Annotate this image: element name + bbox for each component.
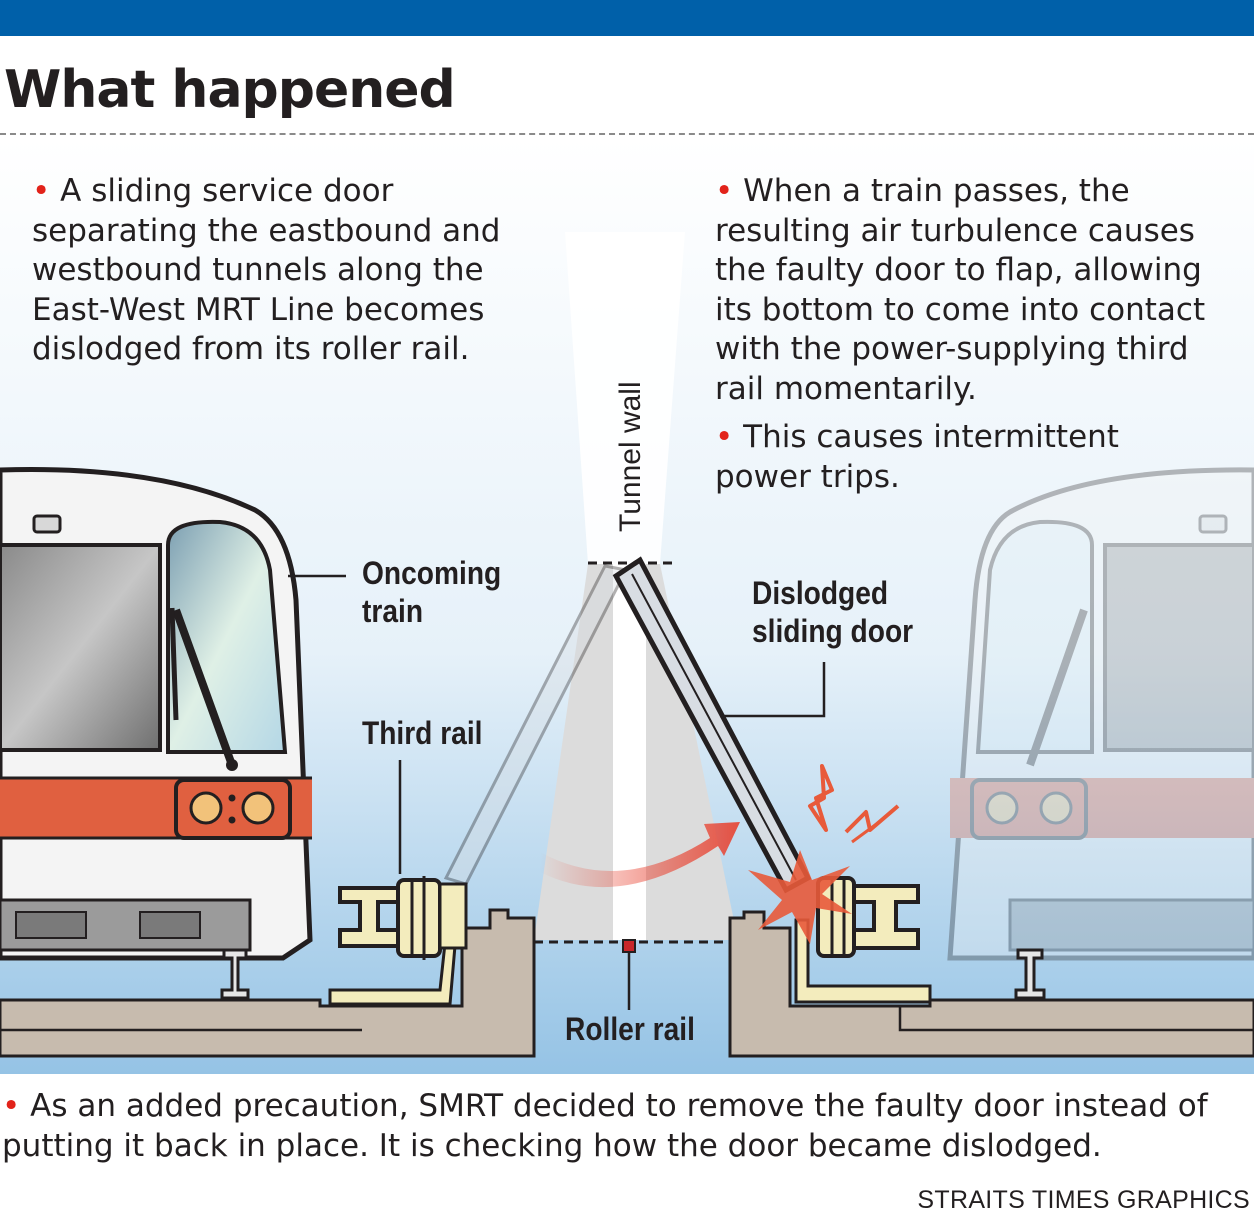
- top-bar: [0, 0, 1254, 36]
- footnote-text: As an added precaution, SMRT decided to …: [2, 1088, 1208, 1164]
- right-description-1: • When a train passes, the resulting air…: [715, 172, 1235, 409]
- label-oncoming-train: Oncoming train: [362, 554, 501, 630]
- label-line: sliding door: [752, 613, 914, 649]
- roller-rail-marker: [622, 939, 636, 1010]
- running-rail-right: [1014, 948, 1046, 1000]
- right-bullet-text-1: When a train passes, the resulting air t…: [715, 173, 1206, 407]
- tunnel-diagram: [0, 138, 1254, 1074]
- train-front-icon: [0, 467, 313, 1000]
- title-divider: [0, 133, 1254, 135]
- label-dislodged-door: Dislodged sliding door: [752, 574, 913, 650]
- left-description: • A sliding service door separating the …: [32, 172, 532, 370]
- callout-lines: [288, 574, 826, 874]
- label-line: Oncoming: [362, 555, 502, 591]
- label-roller-rail: Roller rail: [565, 1011, 695, 1047]
- source-credit: STRAITS TIMES GRAPHICS: [917, 1186, 1250, 1214]
- bullet-marker: •: [715, 173, 734, 209]
- right-description-2: • This causes intermittent power trips.: [715, 418, 1195, 497]
- door-ghost: [443, 564, 629, 886]
- diagram-svg: [0, 138, 1254, 1074]
- third-rail-left: [328, 876, 468, 1006]
- bullet-marker: •: [32, 173, 51, 209]
- left-bullet-text: A sliding service door separating the ea…: [32, 173, 501, 367]
- label-line: Dislodged: [752, 575, 889, 611]
- spark-icon: [748, 764, 900, 944]
- bullet-marker: •: [2, 1088, 21, 1124]
- right-bullet-text-2: This causes intermittent power trips.: [715, 419, 1119, 495]
- train-ghost-icon: [947, 467, 1254, 961]
- air-flow-arrow-icon: [540, 822, 740, 888]
- label-tunnel-wall: Tunnel wall: [614, 381, 647, 532]
- trackbed: [0, 908, 1254, 1058]
- bullet-marker: •: [715, 419, 734, 455]
- label-third-rail: Third rail: [362, 715, 483, 751]
- page-title: What happened: [4, 60, 456, 120]
- footnote: • As an added precaution, SMRT decided t…: [2, 1087, 1242, 1166]
- tunnel-wall: [534, 232, 738, 944]
- label-line: train: [362, 593, 424, 629]
